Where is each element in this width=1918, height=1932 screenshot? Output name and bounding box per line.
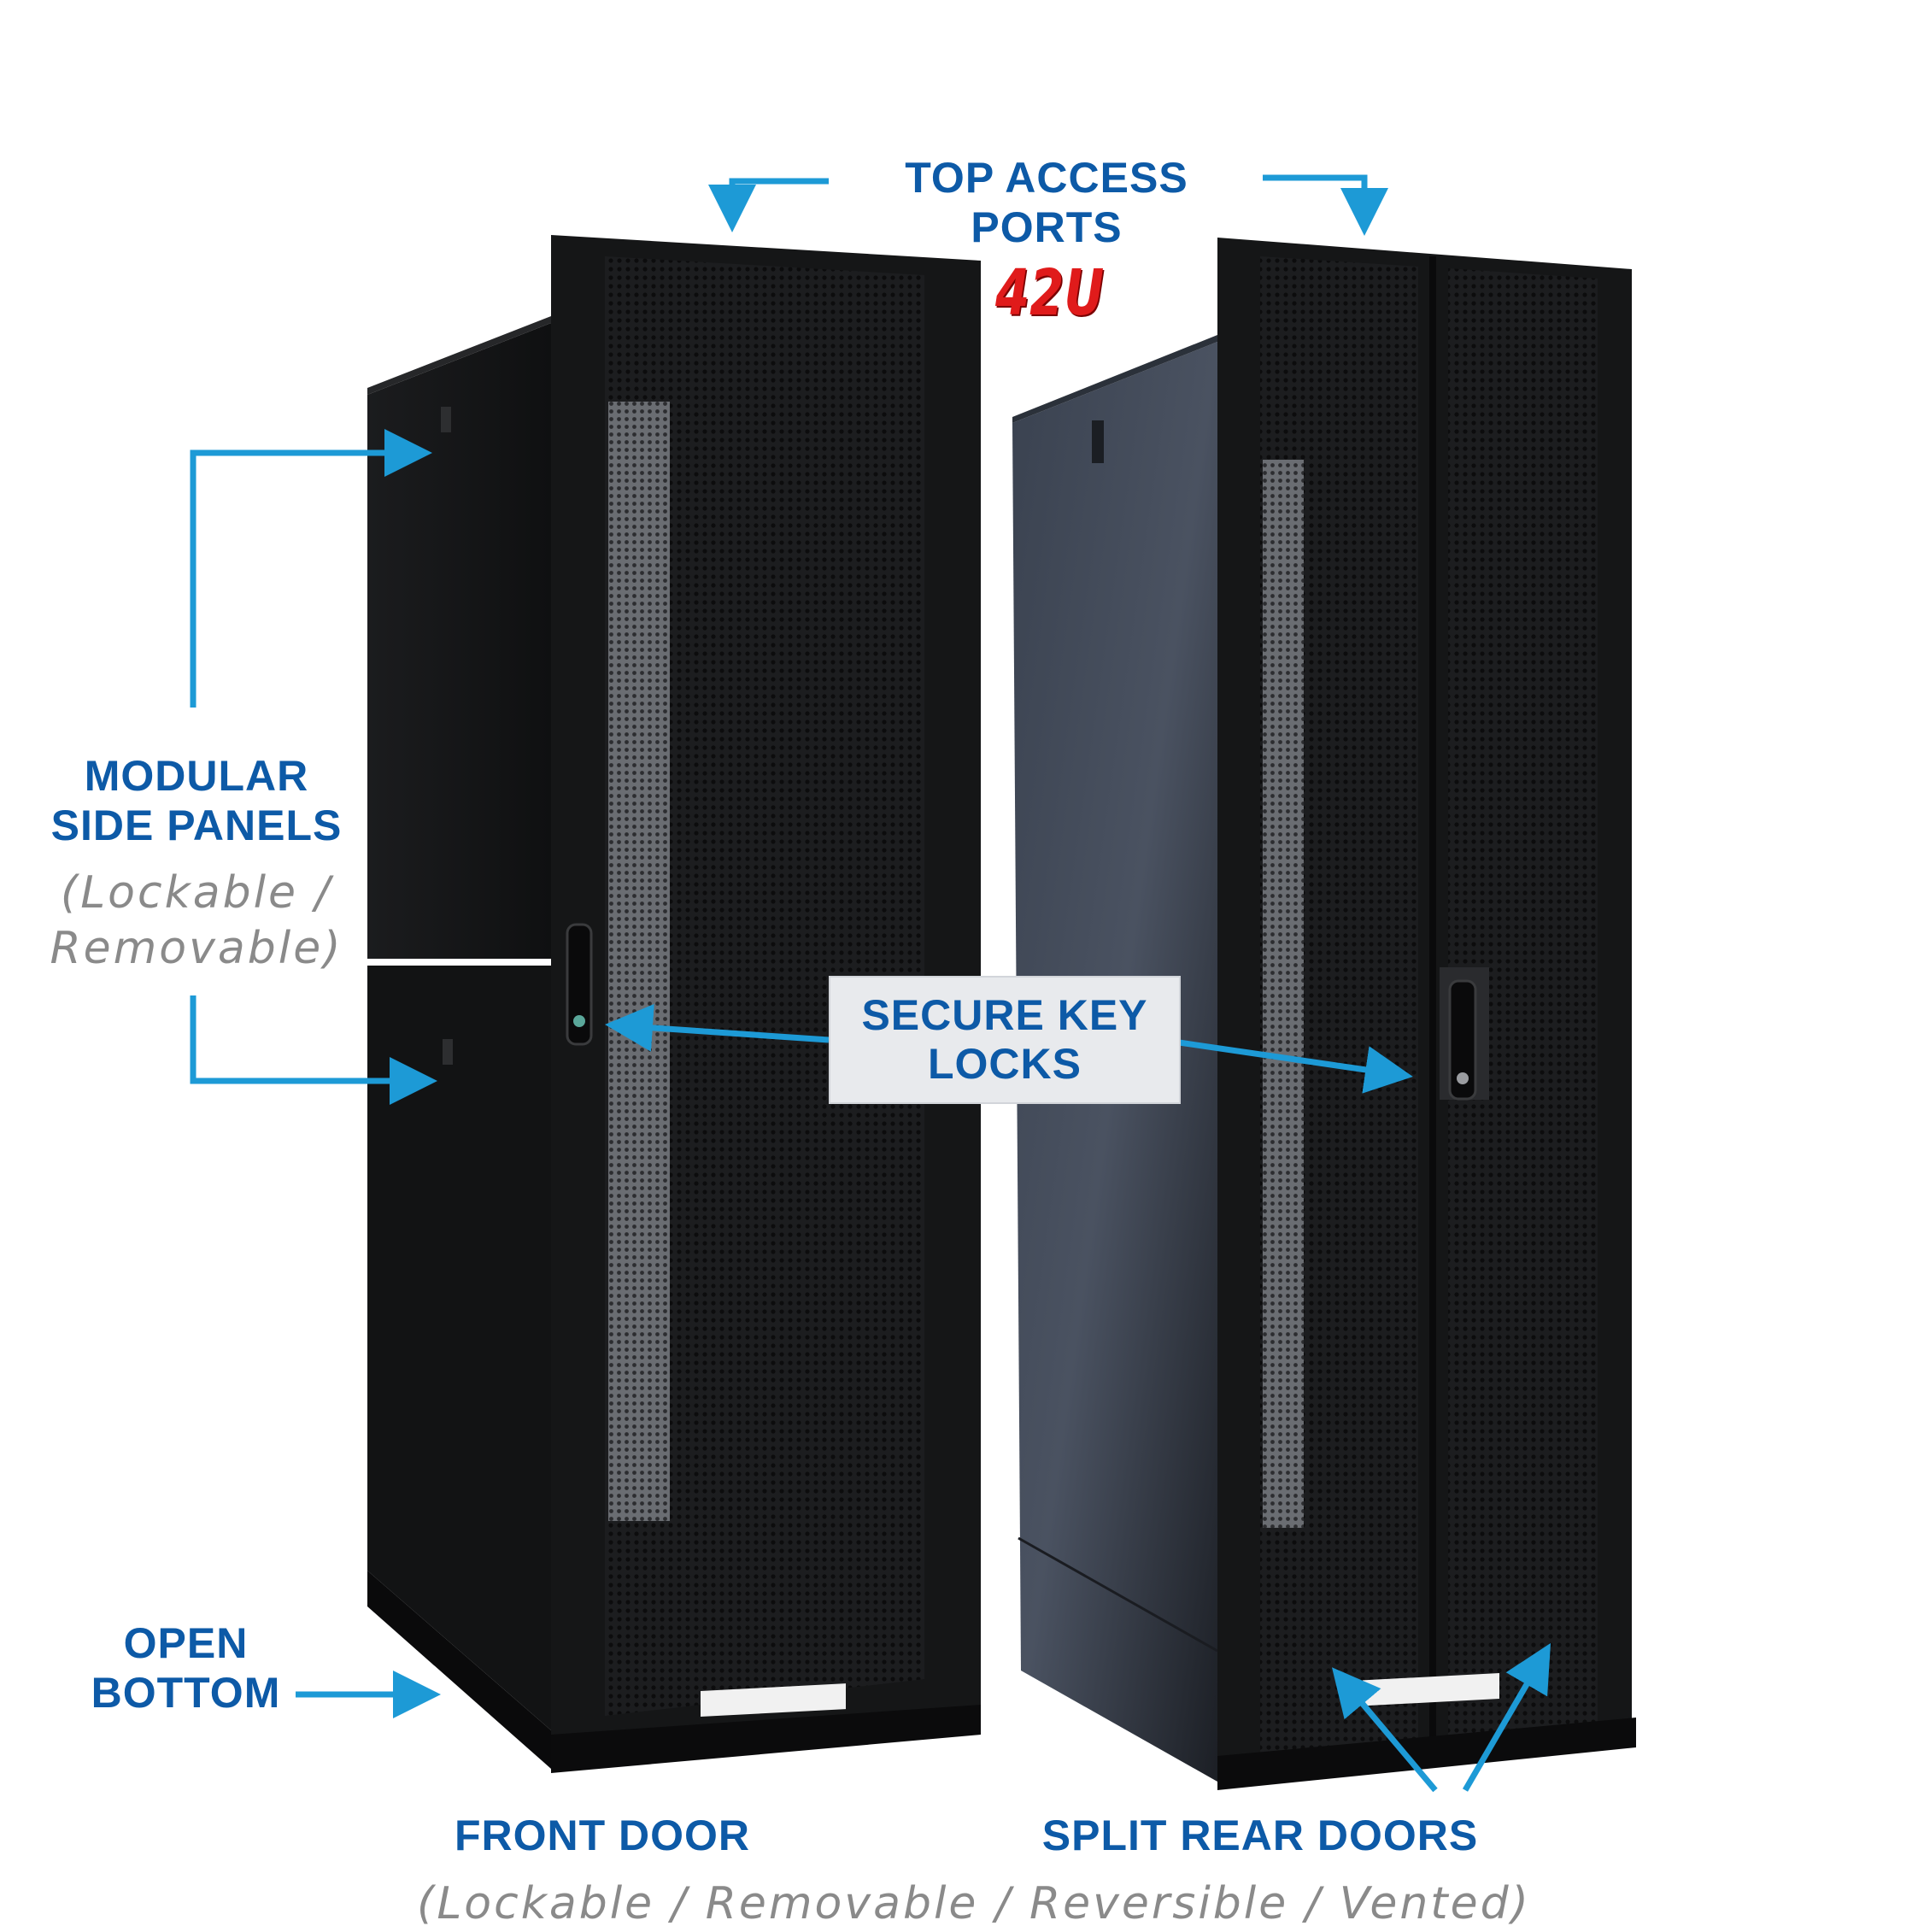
key-locks-line2: LOCKS (927, 1040, 1082, 1088)
rear-doors-label: SPLIT REAR DOORS (1041, 1812, 1479, 1859)
key-locks-line1: SECURE KEY (861, 990, 1148, 1039)
side-panels-callout: MODULAR SIDE PANELS (Lockable / Removabl… (34, 752, 359, 977)
side-panels-arrow-upper (190, 429, 432, 708)
left-side-panel-upper (367, 323, 551, 959)
open-bottom-line1: OPEN (123, 1619, 249, 1667)
top-access-ports-label: TOP ACCESS PORTS (905, 154, 1188, 251)
left-side-panel-lower (367, 966, 551, 1730)
door-features-label: (Lockable / Removable / Reversible / Ven… (417, 1878, 1531, 1929)
key-locks-arrow-right (1178, 1039, 1413, 1094)
front-warning-label (701, 1683, 846, 1718)
front-cabinet (367, 235, 981, 1773)
side-panels-title-line1: MODULAR (84, 752, 309, 800)
rear-cabinet (1012, 238, 1636, 1790)
key-locks-arrow-left (605, 1003, 830, 1052)
side-panels-sub-line2: Removable) (50, 923, 343, 974)
callout-arrows (190, 174, 1551, 1793)
front-door-lock (573, 1015, 585, 1027)
rear-door-lock (1457, 1072, 1469, 1084)
rear-door-vent-strip (1263, 460, 1304, 1528)
rear-warning-label (1363, 1673, 1499, 1706)
side-panels-title-line2: SIDE PANELS (50, 801, 343, 849)
side-panel-latch-upper (441, 407, 451, 432)
side-panels-arrow-lower (190, 995, 437, 1105)
rear-right-door-mesh (1448, 268, 1598, 1747)
front-door-vent-strip (608, 402, 670, 1521)
key-locks-callout: SECURE KEY LOCKS (829, 976, 1181, 1104)
open-bottom-callout: OPEN BOTTOM (77, 1619, 295, 1718)
open-bottom-line2: BOTTOM (91, 1668, 281, 1717)
front-door-mesh (605, 256, 924, 1716)
rack-size-badge: 42U (995, 256, 1105, 330)
right-side-panel-latch (1092, 420, 1104, 463)
rear-door-handle (1448, 979, 1477, 1101)
rear-doors-arrow-left (1331, 1667, 1438, 1793)
top-ports-arrow-left (708, 178, 829, 232)
front-door-label: FRONT DOOR (454, 1812, 751, 1859)
side-panels-sub-line1: (Lockable / (60, 867, 333, 919)
front-door-handle (566, 923, 593, 1046)
top-ports-arrow-right (1263, 174, 1388, 236)
rear-doors-arrow-right (1462, 1642, 1551, 1792)
side-panel-latch-lower (443, 1039, 453, 1065)
